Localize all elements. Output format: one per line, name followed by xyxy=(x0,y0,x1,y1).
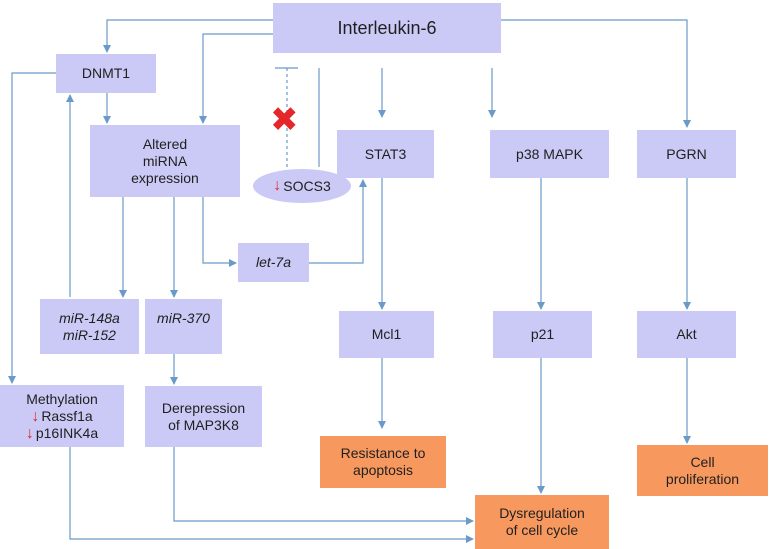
arrow-il6-pgrn xyxy=(500,19,691,128)
node-methylation: Methylation ↓Rassf1a ↓p16INK4a xyxy=(0,385,124,447)
down-arrow-icon: ↓ xyxy=(25,424,34,442)
down-arrow-icon: ↓ xyxy=(273,177,282,194)
rassf1a-label: Rassf1a xyxy=(41,407,93,424)
node-dysregulation-line1: Dysregulation xyxy=(499,505,585,521)
node-let-7a-label: let-7a xyxy=(255,254,292,270)
node-mir-370: miR-370 xyxy=(145,299,222,354)
node-mir-148a-mir-152: miR-148a miR-152 xyxy=(40,299,139,354)
node-let-7a: let-7a xyxy=(238,243,309,282)
node-dysregulation-line2: of cell cycle xyxy=(505,522,579,538)
node-resistance-line2: apoptosis xyxy=(353,462,413,478)
node-derepression-line1: Derepression xyxy=(161,399,246,416)
node-mir-370-label: miR-370 xyxy=(157,310,210,326)
node-dnmt1: DNMT1 xyxy=(56,54,156,93)
node-methylation-p16ink4a: ↓p16INK4a xyxy=(26,425,98,442)
node-proliferation-line1: Cell xyxy=(690,453,715,470)
node-mir-152-label: miR-152 xyxy=(63,326,116,343)
node-proliferation-line2: proliferation xyxy=(665,470,740,487)
node-pgrn-label: PGRN xyxy=(666,145,707,162)
node-altered-mirna-line3: expression xyxy=(131,169,199,186)
node-dnmt1-label: DNMT1 xyxy=(81,65,131,81)
down-arrow-icon: ↓ xyxy=(31,407,40,425)
node-derepression-line2: of MAP3K8 xyxy=(168,416,239,433)
node-altered-mirna-line2: miRNA xyxy=(142,152,188,169)
node-socs3-label: SOCS3 xyxy=(283,178,331,194)
node-mir-148a-label: miR-148a xyxy=(59,309,120,326)
inhibition-x-icon: ✖ xyxy=(270,101,299,139)
node-p21-label: p21 xyxy=(530,326,555,342)
node-akt-label: Akt xyxy=(676,326,697,342)
node-cell-proliferation: Cell proliferation xyxy=(637,445,768,496)
arrow-derepression-dysregulation xyxy=(173,447,474,525)
node-interleukin-6: Interleukin-6 xyxy=(273,3,501,53)
arrow-methylation-dysregulation xyxy=(69,447,474,543)
node-derepression-map3k8: Derepression of MAP3K8 xyxy=(145,386,262,447)
node-p21: p21 xyxy=(493,311,592,358)
node-resistance-line1: Resistance to xyxy=(340,445,426,461)
node-p38-mapk: p38 MAPK xyxy=(490,130,609,178)
node-methylation-rassf1a: ↓Rassf1a xyxy=(31,408,92,425)
node-interleukin-6-label: Interleukin-6 xyxy=(337,17,437,38)
node-methylation-title: Methylation xyxy=(26,390,98,407)
node-mcl1: Mcl1 xyxy=(339,311,434,358)
node-altered-mirna-line1: Altered xyxy=(142,135,188,152)
arrow-il6-mirna xyxy=(199,33,275,124)
node-akt: Akt xyxy=(637,311,736,358)
node-socs3: ↓ SOCS3 xyxy=(253,169,351,203)
node-p38-mapk-label: p38 MAPK xyxy=(516,145,583,162)
arrow-mirna-let7a xyxy=(202,197,237,267)
node-mcl1-label: Mcl1 xyxy=(371,326,402,342)
arrow-il6-dnmt1 xyxy=(103,19,273,53)
node-pgrn: PGRN xyxy=(637,130,736,178)
p16ink4a-label: p16INK4a xyxy=(35,424,99,441)
node-altered-mirna: Altered miRNA expression xyxy=(90,125,240,197)
node-dysregulation-of-cell-cycle: Dysregulation of cell cycle xyxy=(475,495,609,549)
node-stat3-label: STAT3 xyxy=(364,145,407,162)
arrow-let7a-stat3 xyxy=(309,179,367,264)
node-stat3: STAT3 xyxy=(337,130,434,178)
arrow-dnmt1-methylation xyxy=(8,72,56,384)
node-resistance-to-apoptosis: Resistance to apoptosis xyxy=(320,436,446,488)
